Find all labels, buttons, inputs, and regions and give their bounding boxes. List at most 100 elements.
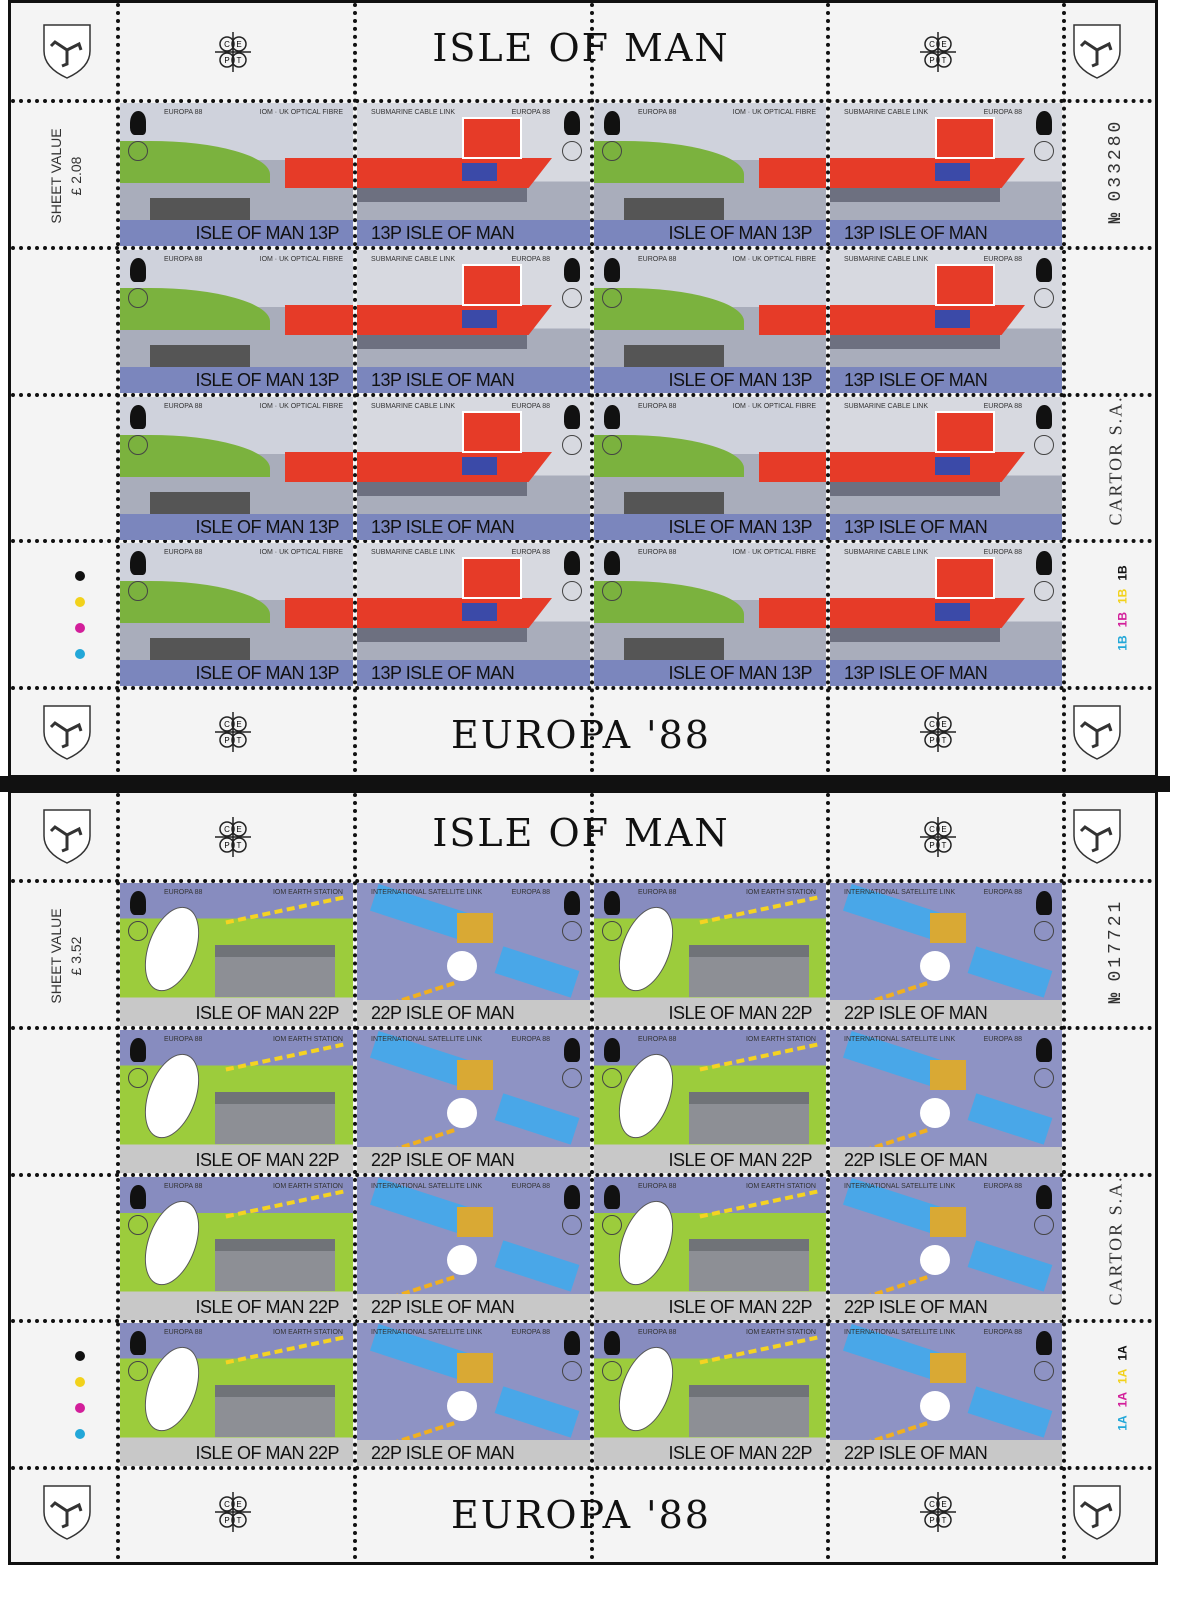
satellite-body xyxy=(457,913,493,943)
serial-digits: 017721 xyxy=(1106,898,1126,982)
stamp-caption: EUROPA 88 xyxy=(638,403,677,410)
perforation xyxy=(11,539,1153,543)
europa-logo-icon xyxy=(562,1361,582,1381)
europa-logo-icon xyxy=(1034,581,1054,601)
value-band xyxy=(357,1147,590,1173)
stamp-caption: IOM · UK OPTICAL FIBRE xyxy=(259,549,343,556)
ship-bow xyxy=(285,452,353,482)
svg-text:E: E xyxy=(941,40,946,49)
value-band xyxy=(120,660,353,686)
stamp-caption: IOM EARTH STATION xyxy=(272,1183,343,1190)
cylinder-number: 1B xyxy=(1115,588,1130,604)
signal-beam xyxy=(225,1189,345,1223)
colour-register-dot xyxy=(75,1351,85,1361)
stamp-caption: EUROPA 88 xyxy=(638,109,677,116)
value-band xyxy=(830,1147,1062,1173)
cable-plough xyxy=(150,638,250,660)
queen-head-icon xyxy=(564,891,580,915)
stamp-caption: INTERNATIONAL SATELLITE LINK xyxy=(844,1183,956,1190)
stamp-value-text: ISLE OF MAN 13P xyxy=(668,223,812,243)
svg-text:P: P xyxy=(224,841,229,850)
stamp-caption: SUBMARINE CABLE LINK xyxy=(371,109,456,116)
satellite-antenna xyxy=(447,951,477,981)
svg-text:T: T xyxy=(237,56,242,65)
stamp-caption: EUROPA 88 xyxy=(164,109,203,116)
europa-logo-icon xyxy=(562,1068,582,1088)
three-legs-shield-icon xyxy=(1071,1483,1123,1541)
ship-deck-panel xyxy=(462,310,497,328)
satellite-antenna xyxy=(447,1391,477,1421)
stamp-value-text: ISLE OF MAN 22P xyxy=(668,1443,812,1463)
solar-panel xyxy=(967,1240,1053,1292)
stamp-caption: EUROPA 88 xyxy=(638,1036,677,1043)
svg-text:P: P xyxy=(929,841,934,850)
cylinder-number: 1A xyxy=(1115,1392,1130,1408)
satellite-dish xyxy=(608,1193,684,1293)
europa-logo-icon xyxy=(562,581,582,601)
ship-deck-panel xyxy=(935,457,970,475)
value-band xyxy=(120,367,353,393)
queen-head-icon xyxy=(1036,1038,1052,1062)
queen-head-icon xyxy=(604,1185,620,1209)
ship-hull-underwater xyxy=(830,188,1000,202)
signal-beam xyxy=(699,1189,819,1223)
stamp-caption: INTERNATIONAL SATELLITE LINK xyxy=(844,1329,956,1336)
ship-bow xyxy=(285,598,353,628)
stamp-caption: SUBMARINE CABLE LINK xyxy=(844,256,929,263)
value-band xyxy=(830,1000,1062,1026)
stamp-value-text: 13P ISLE OF MAN xyxy=(844,517,988,537)
europa-logo-icon xyxy=(602,581,622,601)
value-band xyxy=(830,1440,1062,1466)
stamp-caption: SUBMARINE CABLE LINK xyxy=(371,403,456,410)
ship-hull xyxy=(830,452,1025,482)
sheet-footer-title: EUROPA '88 xyxy=(451,713,711,757)
solar-panel xyxy=(494,946,580,998)
stamp-caption: EUROPA 88 xyxy=(638,889,677,896)
ship-hull-underwater xyxy=(830,628,1000,642)
signal-beam xyxy=(225,1042,345,1076)
europa-logo-icon xyxy=(128,1215,148,1235)
ship-hull-underwater xyxy=(357,628,527,642)
queen-head-icon xyxy=(564,1038,580,1062)
stamp-value-text: ISLE OF MAN 13P xyxy=(668,370,812,390)
satellite-body xyxy=(930,1353,966,1383)
satellite-antenna xyxy=(920,1391,950,1421)
svg-text:T: T xyxy=(237,736,242,745)
sheet-value: SHEET VALUE£ 3.52 xyxy=(46,906,86,1006)
three-legs-shield-icon xyxy=(41,807,93,865)
solar-panel xyxy=(967,1386,1053,1438)
satellite-antenna xyxy=(920,1098,950,1128)
ship-bow xyxy=(285,158,353,188)
value-band xyxy=(594,367,826,393)
ship-deck-panel xyxy=(935,310,970,328)
ship-bridge xyxy=(935,411,995,453)
ship-bridge xyxy=(935,264,995,306)
svg-text:E: E xyxy=(236,40,241,49)
stamp-value-text: ISLE OF MAN 22P xyxy=(195,1297,339,1317)
ship-deck-panel xyxy=(462,163,497,181)
stamp-caption: EUROPA 88 xyxy=(511,1329,550,1336)
scan-gap xyxy=(0,776,1170,792)
stamp-caption: SUBMARINE CABLE LINK xyxy=(844,109,929,116)
three-legs-shield-icon xyxy=(41,22,93,80)
europa-logo-icon xyxy=(128,1361,148,1381)
ship-bow xyxy=(759,158,826,188)
value-band xyxy=(830,220,1062,246)
svg-text:T: T xyxy=(237,841,242,850)
queen-head-icon xyxy=(130,551,146,575)
